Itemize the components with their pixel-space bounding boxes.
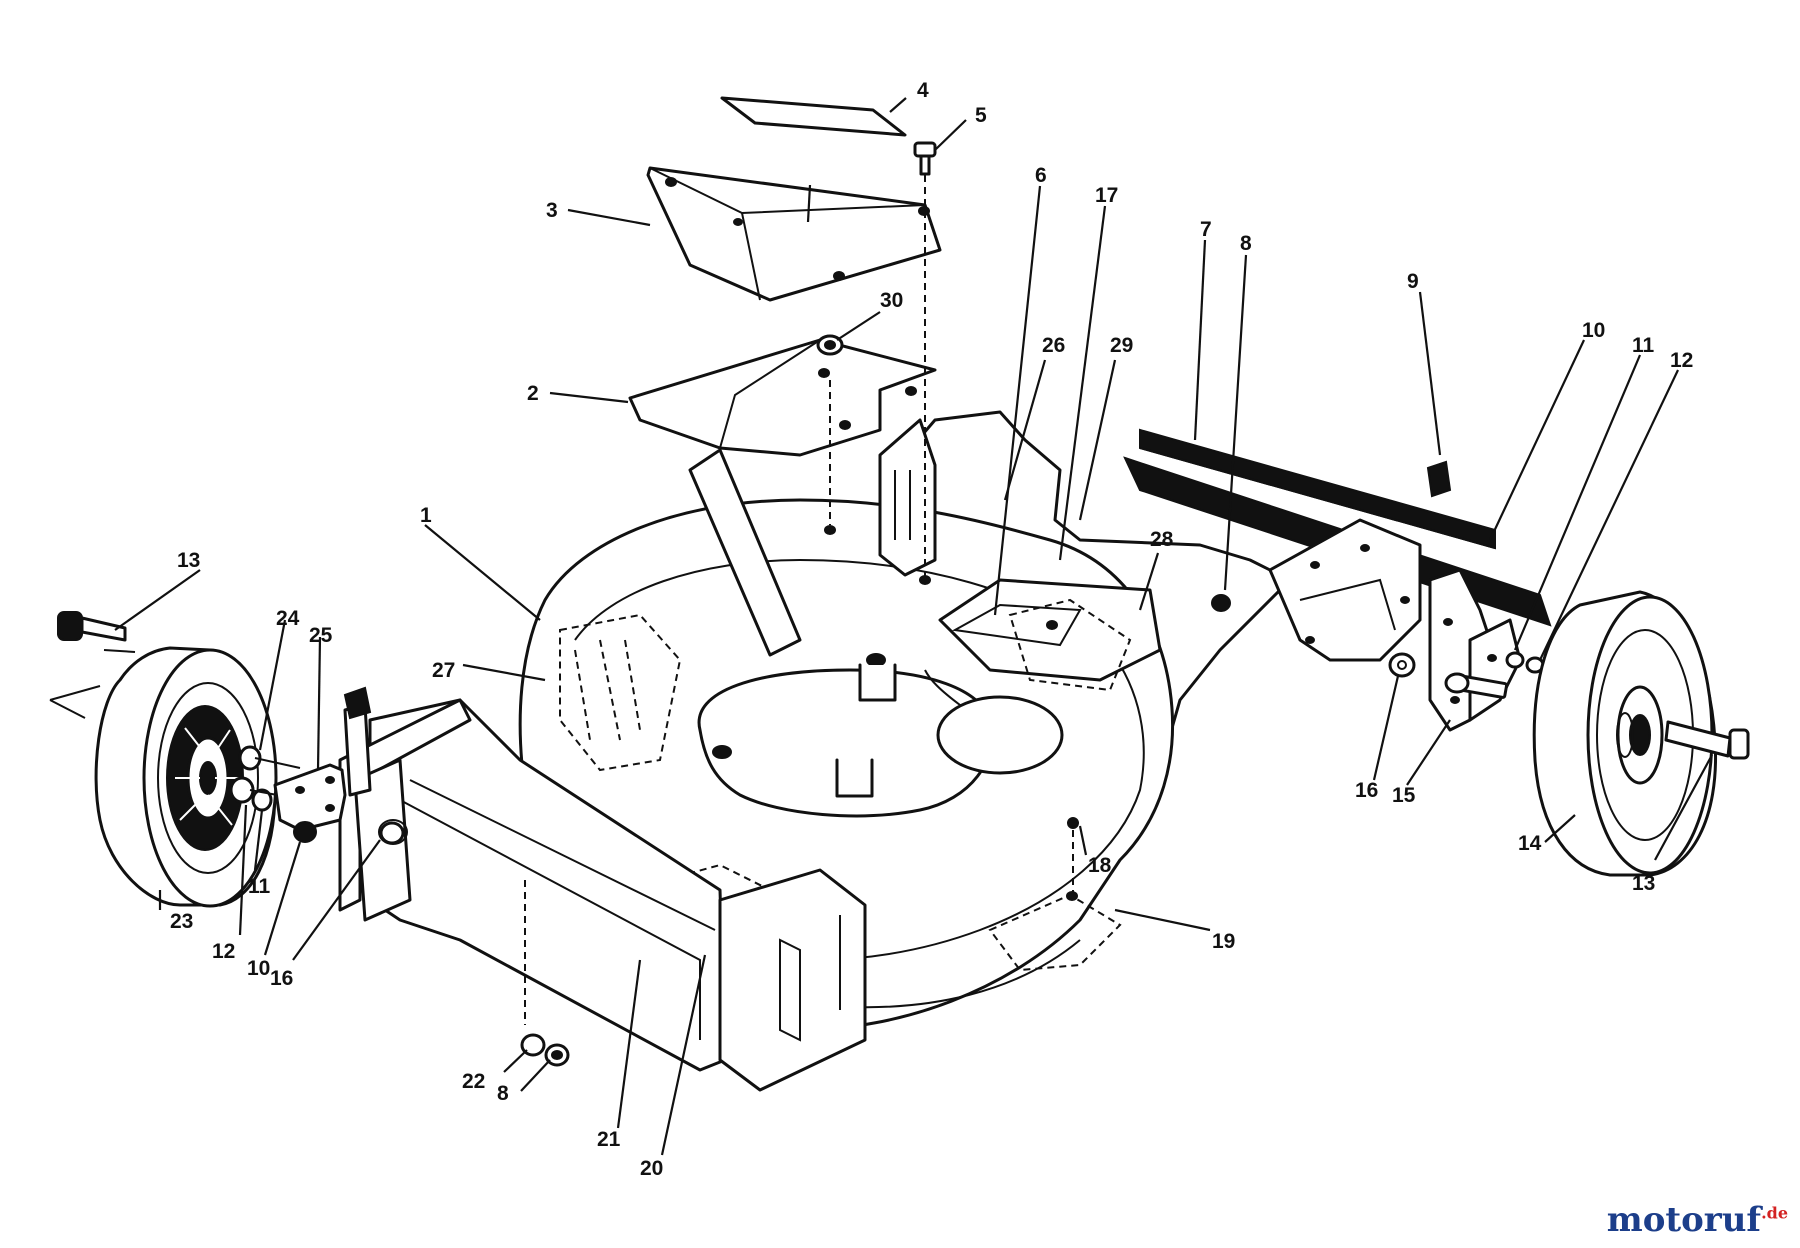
screw bbox=[913, 141, 937, 176]
right-rear-wheel bbox=[1532, 590, 1718, 877]
callout-11-right: 11 bbox=[1632, 334, 1655, 357]
bumper-washer bbox=[520, 1033, 546, 1057]
callout-25: 25 bbox=[309, 624, 333, 647]
callout-3: 3 bbox=[546, 199, 558, 222]
callout-17: 17 bbox=[1095, 184, 1118, 207]
washer-right bbox=[1388, 652, 1416, 678]
callout-10-left: 10 bbox=[247, 957, 270, 980]
callout-2: 2 bbox=[527, 382, 539, 405]
callout-24: 24 bbox=[276, 607, 300, 630]
left-axle-bushings bbox=[229, 745, 306, 812]
callout-19: 19 bbox=[1212, 930, 1235, 953]
callout-28: 28 bbox=[1150, 528, 1174, 551]
callout-6: 6 bbox=[1035, 164, 1047, 187]
callout-18: 18 bbox=[1088, 854, 1112, 877]
callout-16-left: 16 bbox=[270, 967, 293, 990]
callout-12-left: 12 bbox=[212, 940, 235, 963]
callout-14: 14 bbox=[1518, 832, 1542, 855]
chute-guide bbox=[688, 448, 802, 657]
left-bolt-guide-line bbox=[103, 649, 136, 653]
deck-bolt bbox=[1067, 817, 1079, 900]
callout-22: 22 bbox=[462, 1070, 485, 1093]
callout-8-bumper: 8 bbox=[497, 1082, 509, 1105]
callout-9: 9 bbox=[1407, 270, 1419, 293]
callout-4: 4 bbox=[917, 79, 929, 102]
callout-13-right: 13 bbox=[1632, 872, 1655, 895]
callout-29: 29 bbox=[1110, 334, 1133, 357]
decal-plate bbox=[720, 96, 907, 137]
callout-13-left: 13 bbox=[177, 549, 200, 572]
left-height-adjuster bbox=[273, 686, 372, 832]
callout-27: 27 bbox=[432, 659, 455, 682]
callout-12-right: 12 bbox=[1670, 349, 1693, 372]
right-height-adjuster bbox=[1428, 568, 1522, 732]
callout-labels: 1 2 3 4 5 6 7 8 8 9 10 10 11 11 12 12 13… bbox=[170, 79, 1693, 1180]
left-front-wheel bbox=[94, 646, 278, 908]
watermark-logo: motoruf.de bbox=[1607, 1200, 1788, 1240]
callout-16-right: 16 bbox=[1355, 779, 1378, 802]
callout-23: 23 bbox=[170, 910, 193, 933]
callout-15: 15 bbox=[1392, 784, 1416, 807]
leader-lines bbox=[114, 97, 1713, 1156]
discharge-deflector-cover bbox=[646, 166, 942, 302]
callout-10-right: 10 bbox=[1582, 319, 1605, 342]
right-wheel-bolt bbox=[1664, 720, 1750, 760]
callout-5: 5 bbox=[975, 104, 987, 127]
callout-21: 21 bbox=[597, 1128, 621, 1151]
callout-20: 20 bbox=[640, 1157, 663, 1180]
right-washers bbox=[1505, 651, 1545, 674]
left-wheel-bolt bbox=[57, 611, 127, 642]
callout-7: 7 bbox=[1200, 218, 1212, 241]
watermark-brand: motoruf bbox=[1606, 1200, 1762, 1240]
callout-26: 26 bbox=[1042, 334, 1065, 357]
callout-8-rear: 8 bbox=[1240, 232, 1252, 255]
rear-bracket-plate bbox=[1268, 518, 1422, 662]
watermark-tld: .de bbox=[1761, 1203, 1788, 1223]
left-wheel-guide-line bbox=[49, 685, 101, 719]
callout-11-left: 11 bbox=[248, 875, 271, 898]
height-adjust-knob bbox=[1426, 460, 1452, 498]
rivet-nut bbox=[816, 334, 844, 356]
left-washer bbox=[379, 821, 405, 845]
bumper-nut bbox=[544, 1043, 570, 1067]
rear-nut bbox=[1211, 594, 1231, 612]
callout-30: 30 bbox=[880, 289, 903, 312]
deflector-bracket bbox=[628, 338, 937, 457]
callout-1: 1 bbox=[420, 504, 432, 527]
left-nut bbox=[293, 821, 317, 843]
